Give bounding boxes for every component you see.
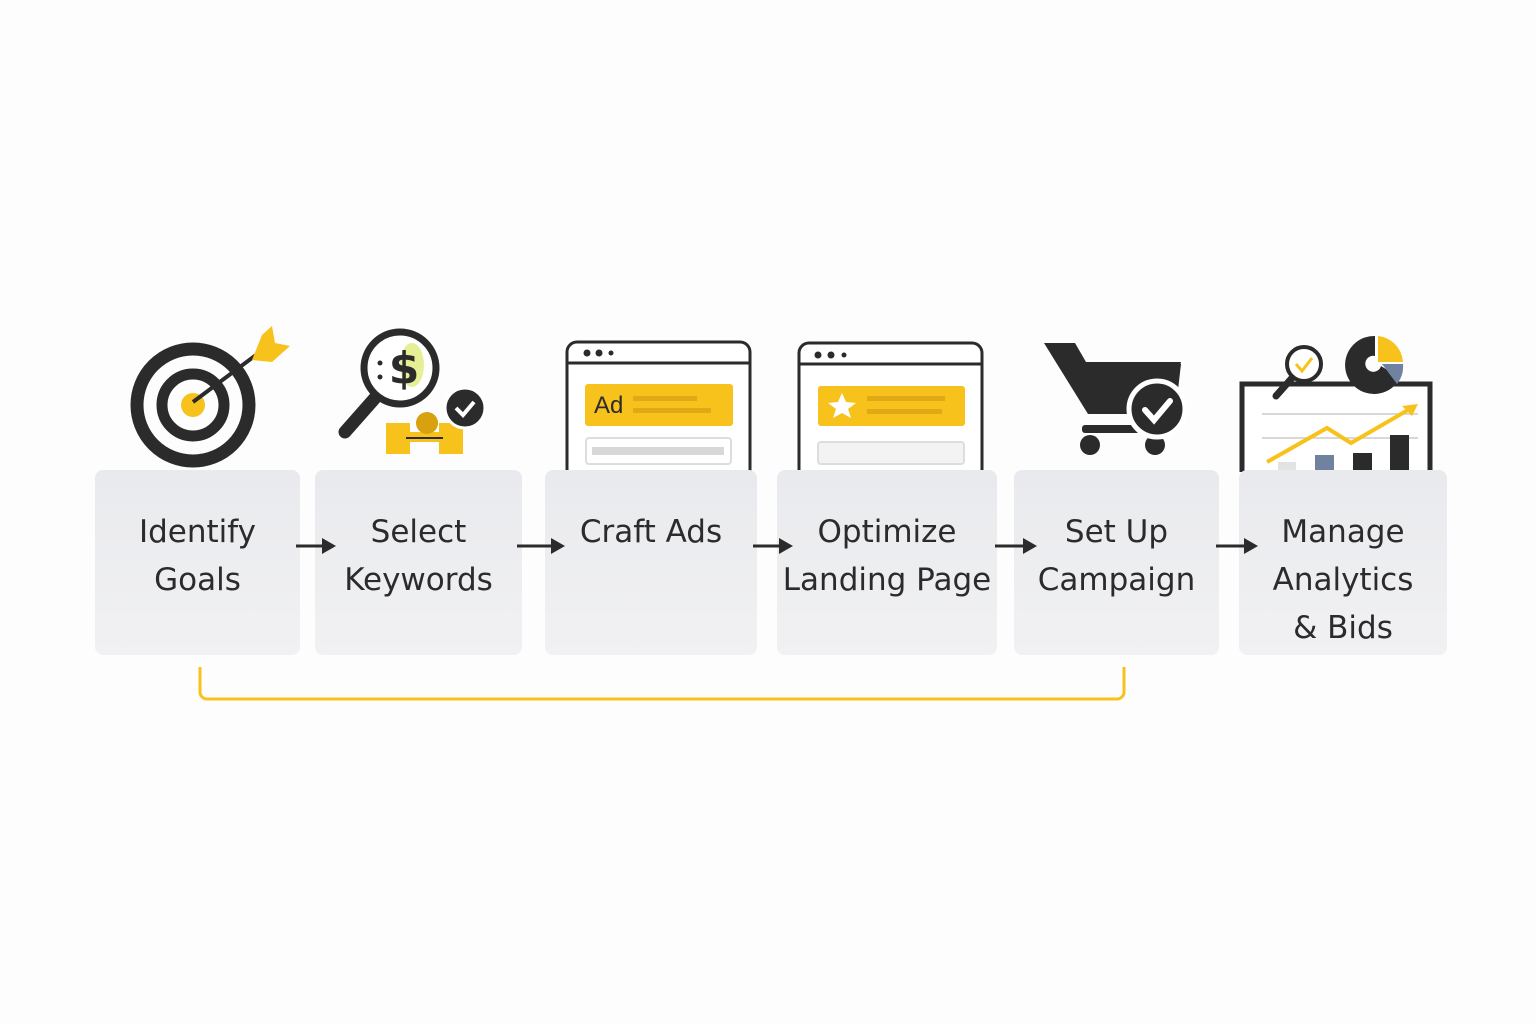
step-label: Analytics — [1272, 562, 1414, 598]
loop-bracket — [198, 667, 1126, 701]
keyword-search-icon: $ — [338, 328, 487, 454]
target-icon — [130, 326, 290, 468]
step-card-identify-goals: Identify Goals — [95, 470, 300, 655]
arrow-right-icon — [995, 538, 1037, 554]
step-label: & Bids — [1293, 610, 1393, 646]
step-card-set-up-campaign: Set Up Campaign — [1014, 470, 1219, 655]
step-label: Goals — [154, 562, 241, 598]
svg-text:$: $ — [389, 343, 420, 394]
cart-check-icon — [1044, 343, 1188, 455]
arrow-right-icon — [1216, 538, 1258, 554]
ad-browser-icon: Ad — [565, 340, 752, 472]
arrow-right-icon — [517, 538, 565, 554]
step-card-select-keywords: Select Keywords — [315, 470, 522, 655]
step-card-manage-analytics-bids: Manage Analytics & Bids — [1239, 470, 1447, 655]
step-label: Optimize — [817, 514, 957, 550]
step-label: Campaign — [1037, 562, 1196, 598]
step-card-craft-ads: Craft Ads — [545, 470, 757, 655]
step-label: Identify — [138, 514, 257, 550]
step-card-optimize-landing-page: Optimize Landing Page — [777, 470, 997, 655]
arrow-right-icon — [753, 538, 793, 554]
step-label: Landing Page — [782, 562, 992, 598]
step-label: Manage — [1281, 514, 1405, 550]
analytics-dashboard-icon — [1239, 335, 1433, 472]
step-label: Keywords — [344, 562, 493, 598]
step-label: Set Up — [1064, 514, 1169, 550]
step-label: Select — [370, 514, 467, 550]
arrow-right-icon — [296, 538, 336, 554]
ad-badge: Ad — [594, 392, 623, 419]
landing-page-icon — [797, 341, 984, 472]
step-label: Craft Ads — [579, 514, 723, 550]
